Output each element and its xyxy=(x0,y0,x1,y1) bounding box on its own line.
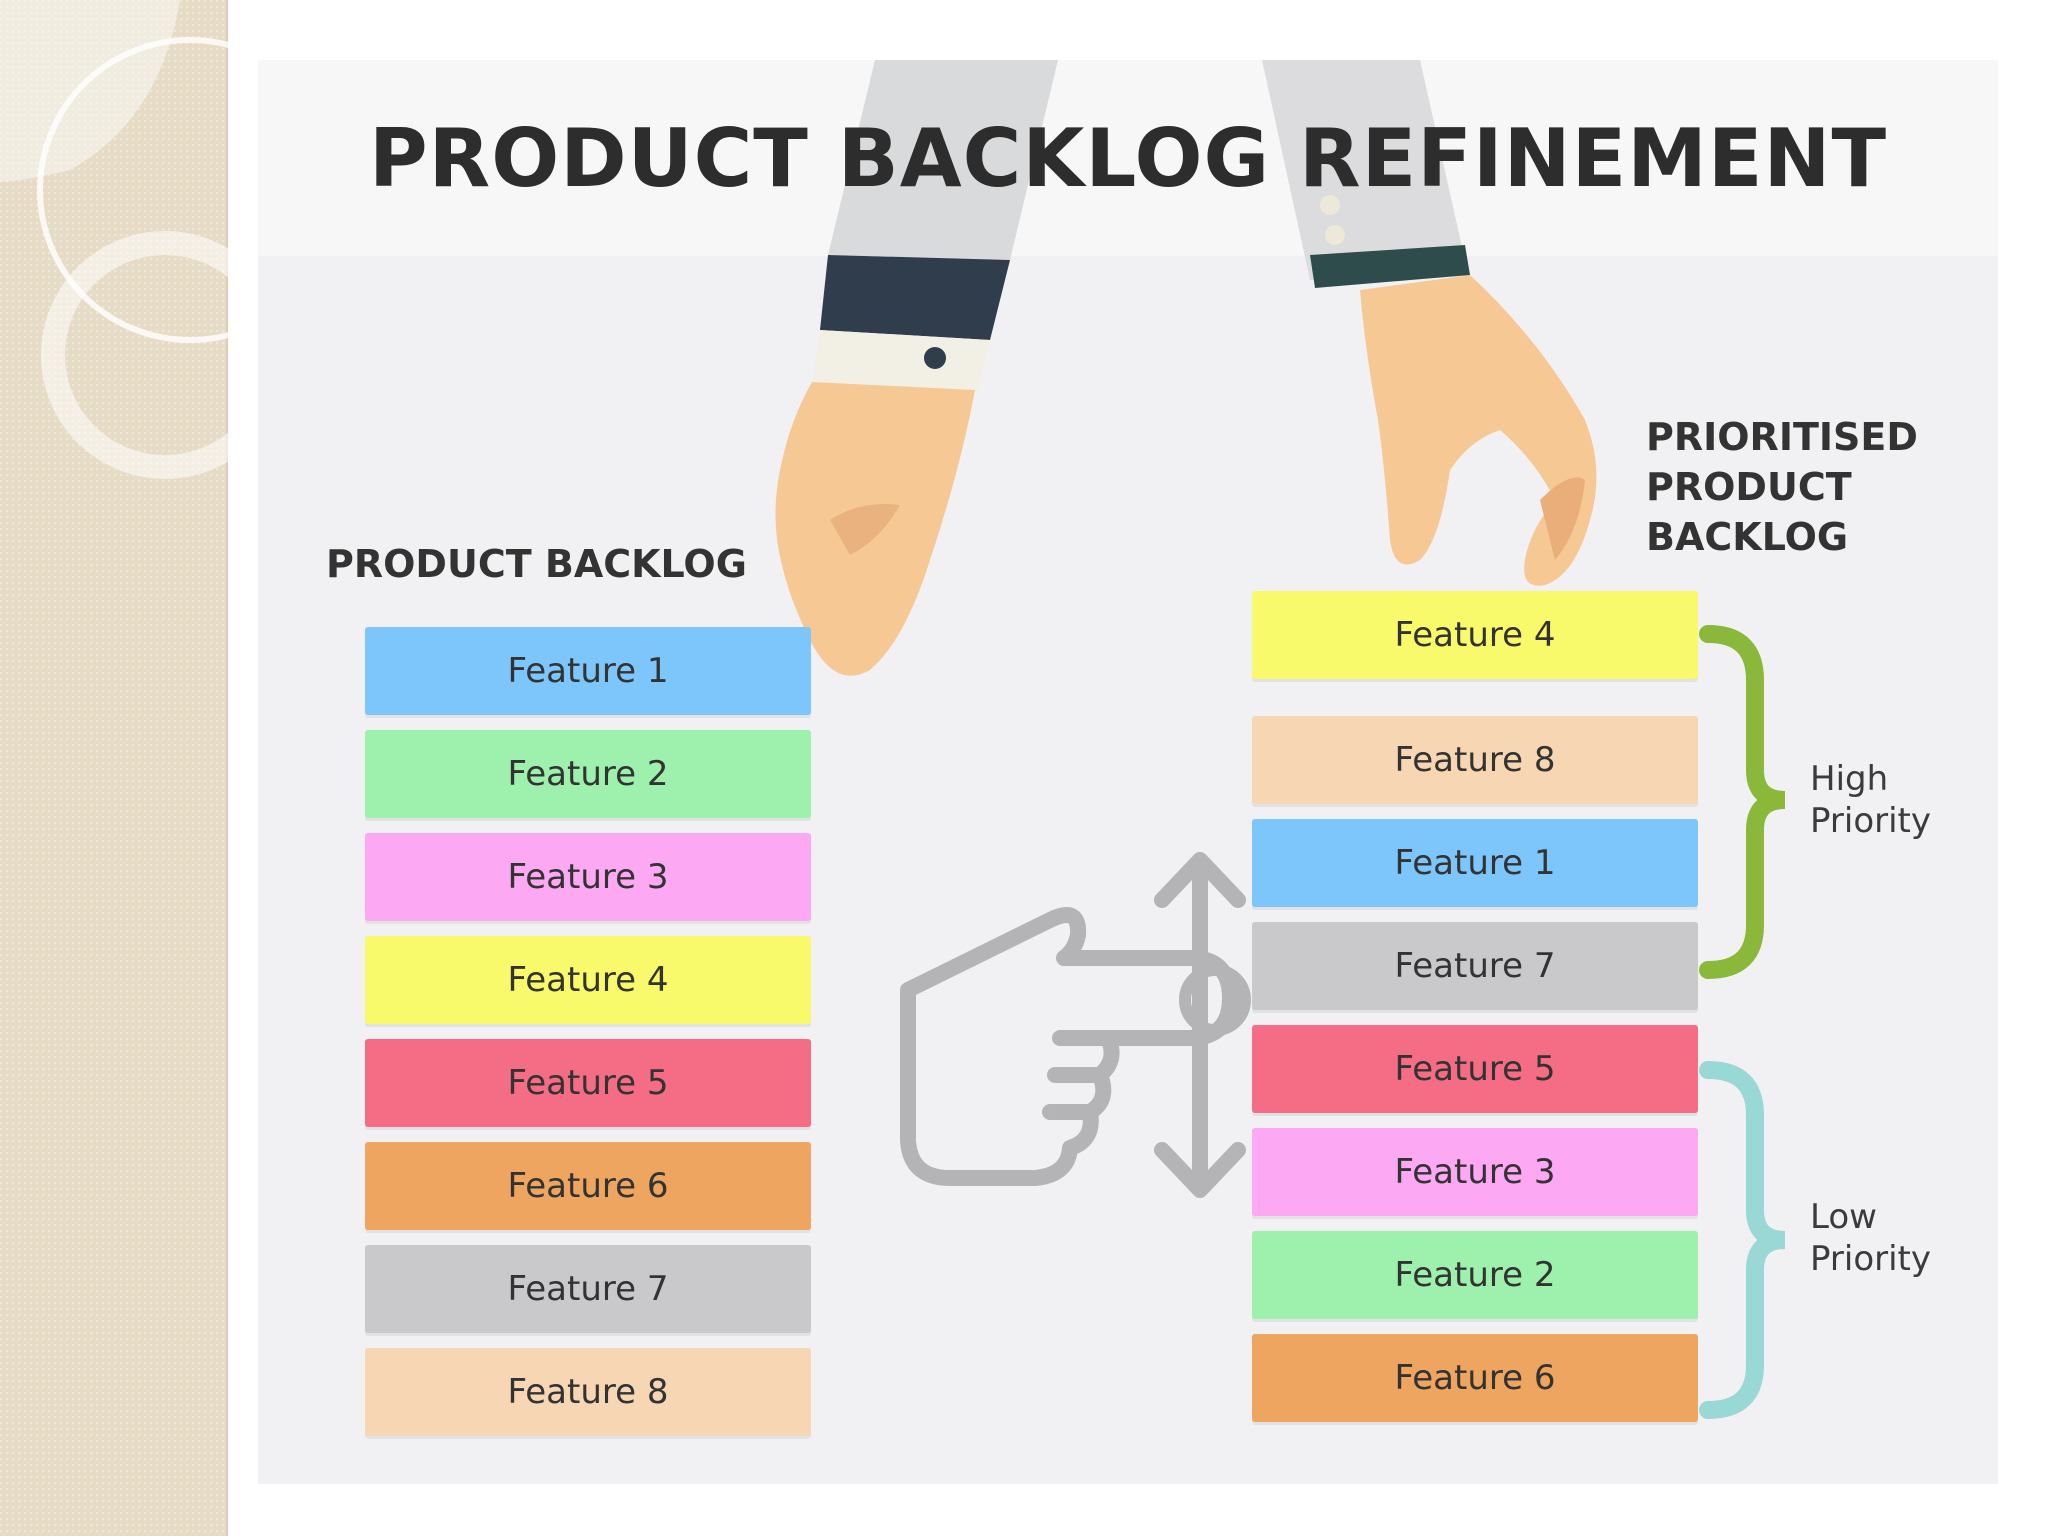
backlog-item-label: Feature 3 xyxy=(507,857,669,897)
prioritised-item-label: Feature 2 xyxy=(1394,1255,1556,1295)
high-priority-brace xyxy=(1699,625,1786,979)
prioritised-label-line: PRIORITISED xyxy=(1646,415,1918,459)
open-hand-icon xyxy=(775,382,975,676)
decorative-rings xyxy=(0,0,240,479)
low-priority-line: Priority xyxy=(1810,1239,1932,1279)
backlog-item-label: Feature 7 xyxy=(507,1269,669,1309)
prioritised-item-label: Feature 5 xyxy=(1394,1049,1556,1089)
high-priority-line: High xyxy=(1810,759,1889,799)
left-sleeve xyxy=(812,60,1058,390)
prioritised-item-label: Feature 3 xyxy=(1394,1152,1556,1192)
right-sleeve xyxy=(1262,60,1470,288)
page-title: PRODUCT BACKLOG REFINEMENT xyxy=(368,112,1888,205)
high-priority-label: High Priority xyxy=(1810,758,1931,842)
prioritised-item-label: Feature 7 xyxy=(1394,946,1556,986)
prioritised-label-line: PRODUCT xyxy=(1646,465,1852,509)
backlog-item-label: Feature 1 xyxy=(507,651,669,691)
prioritised-item[interactable]: Feature 1 xyxy=(1252,819,1698,907)
backlog-item-label: Feature 2 xyxy=(507,754,669,794)
strip-divider xyxy=(226,0,228,1536)
pinching-hand-icon xyxy=(1360,275,1597,586)
prioritised-item[interactable]: Feature 7 xyxy=(1252,922,1698,1010)
prioritised-item[interactable]: Feature 8 xyxy=(1252,716,1698,804)
backlog-item[interactable]: Feature 3 xyxy=(365,833,811,921)
low-priority-brace xyxy=(1699,1061,1786,1419)
backlog-item[interactable]: Feature 2 xyxy=(365,730,811,818)
prioritised-item[interactable]: Feature 3 xyxy=(1252,1128,1698,1216)
backlog-item[interactable]: Feature 8 xyxy=(365,1348,811,1436)
prioritised-item[interactable]: Feature 6 xyxy=(1252,1334,1698,1422)
backlog-item[interactable]: Feature 6 xyxy=(365,1142,811,1230)
prioritised-item-label: Feature 1 xyxy=(1394,843,1556,883)
prioritised-item[interactable]: Feature 2 xyxy=(1252,1231,1698,1319)
prioritised-item[interactable]: Feature 4 xyxy=(1252,591,1698,679)
backlog-item-label: Feature 4 xyxy=(507,960,669,1000)
prioritised-item-label: Feature 8 xyxy=(1394,740,1556,780)
backlog-item-label: Feature 8 xyxy=(507,1372,669,1412)
prioritised-backlog-label: PRIORITISED PRODUCT BACKLOG xyxy=(1646,412,1946,562)
prioritised-item-label: Feature 4 xyxy=(1394,615,1556,655)
backlog-item[interactable]: Feature 5 xyxy=(365,1039,811,1127)
header-band xyxy=(258,60,1998,256)
prioritised-item[interactable]: Feature 5 xyxy=(1252,1025,1698,1113)
backlog-item[interactable]: Feature 1 xyxy=(365,627,811,715)
low-priority-label: Low Priority xyxy=(1810,1196,1931,1280)
low-priority-line: Low xyxy=(1810,1197,1877,1237)
backlog-item-label: Feature 6 xyxy=(507,1166,669,1206)
product-backlog-label: PRODUCT BACKLOG xyxy=(326,542,747,586)
prioritised-label-line: BACKLOG xyxy=(1646,515,1849,559)
high-priority-line: Priority xyxy=(1810,801,1932,841)
backlog-item[interactable]: Feature 7 xyxy=(365,1245,811,1333)
backlog-item-label: Feature 5 xyxy=(507,1063,669,1103)
backlog-item[interactable]: Feature 4 xyxy=(365,936,811,1024)
prioritised-item-label: Feature 6 xyxy=(1394,1358,1556,1398)
